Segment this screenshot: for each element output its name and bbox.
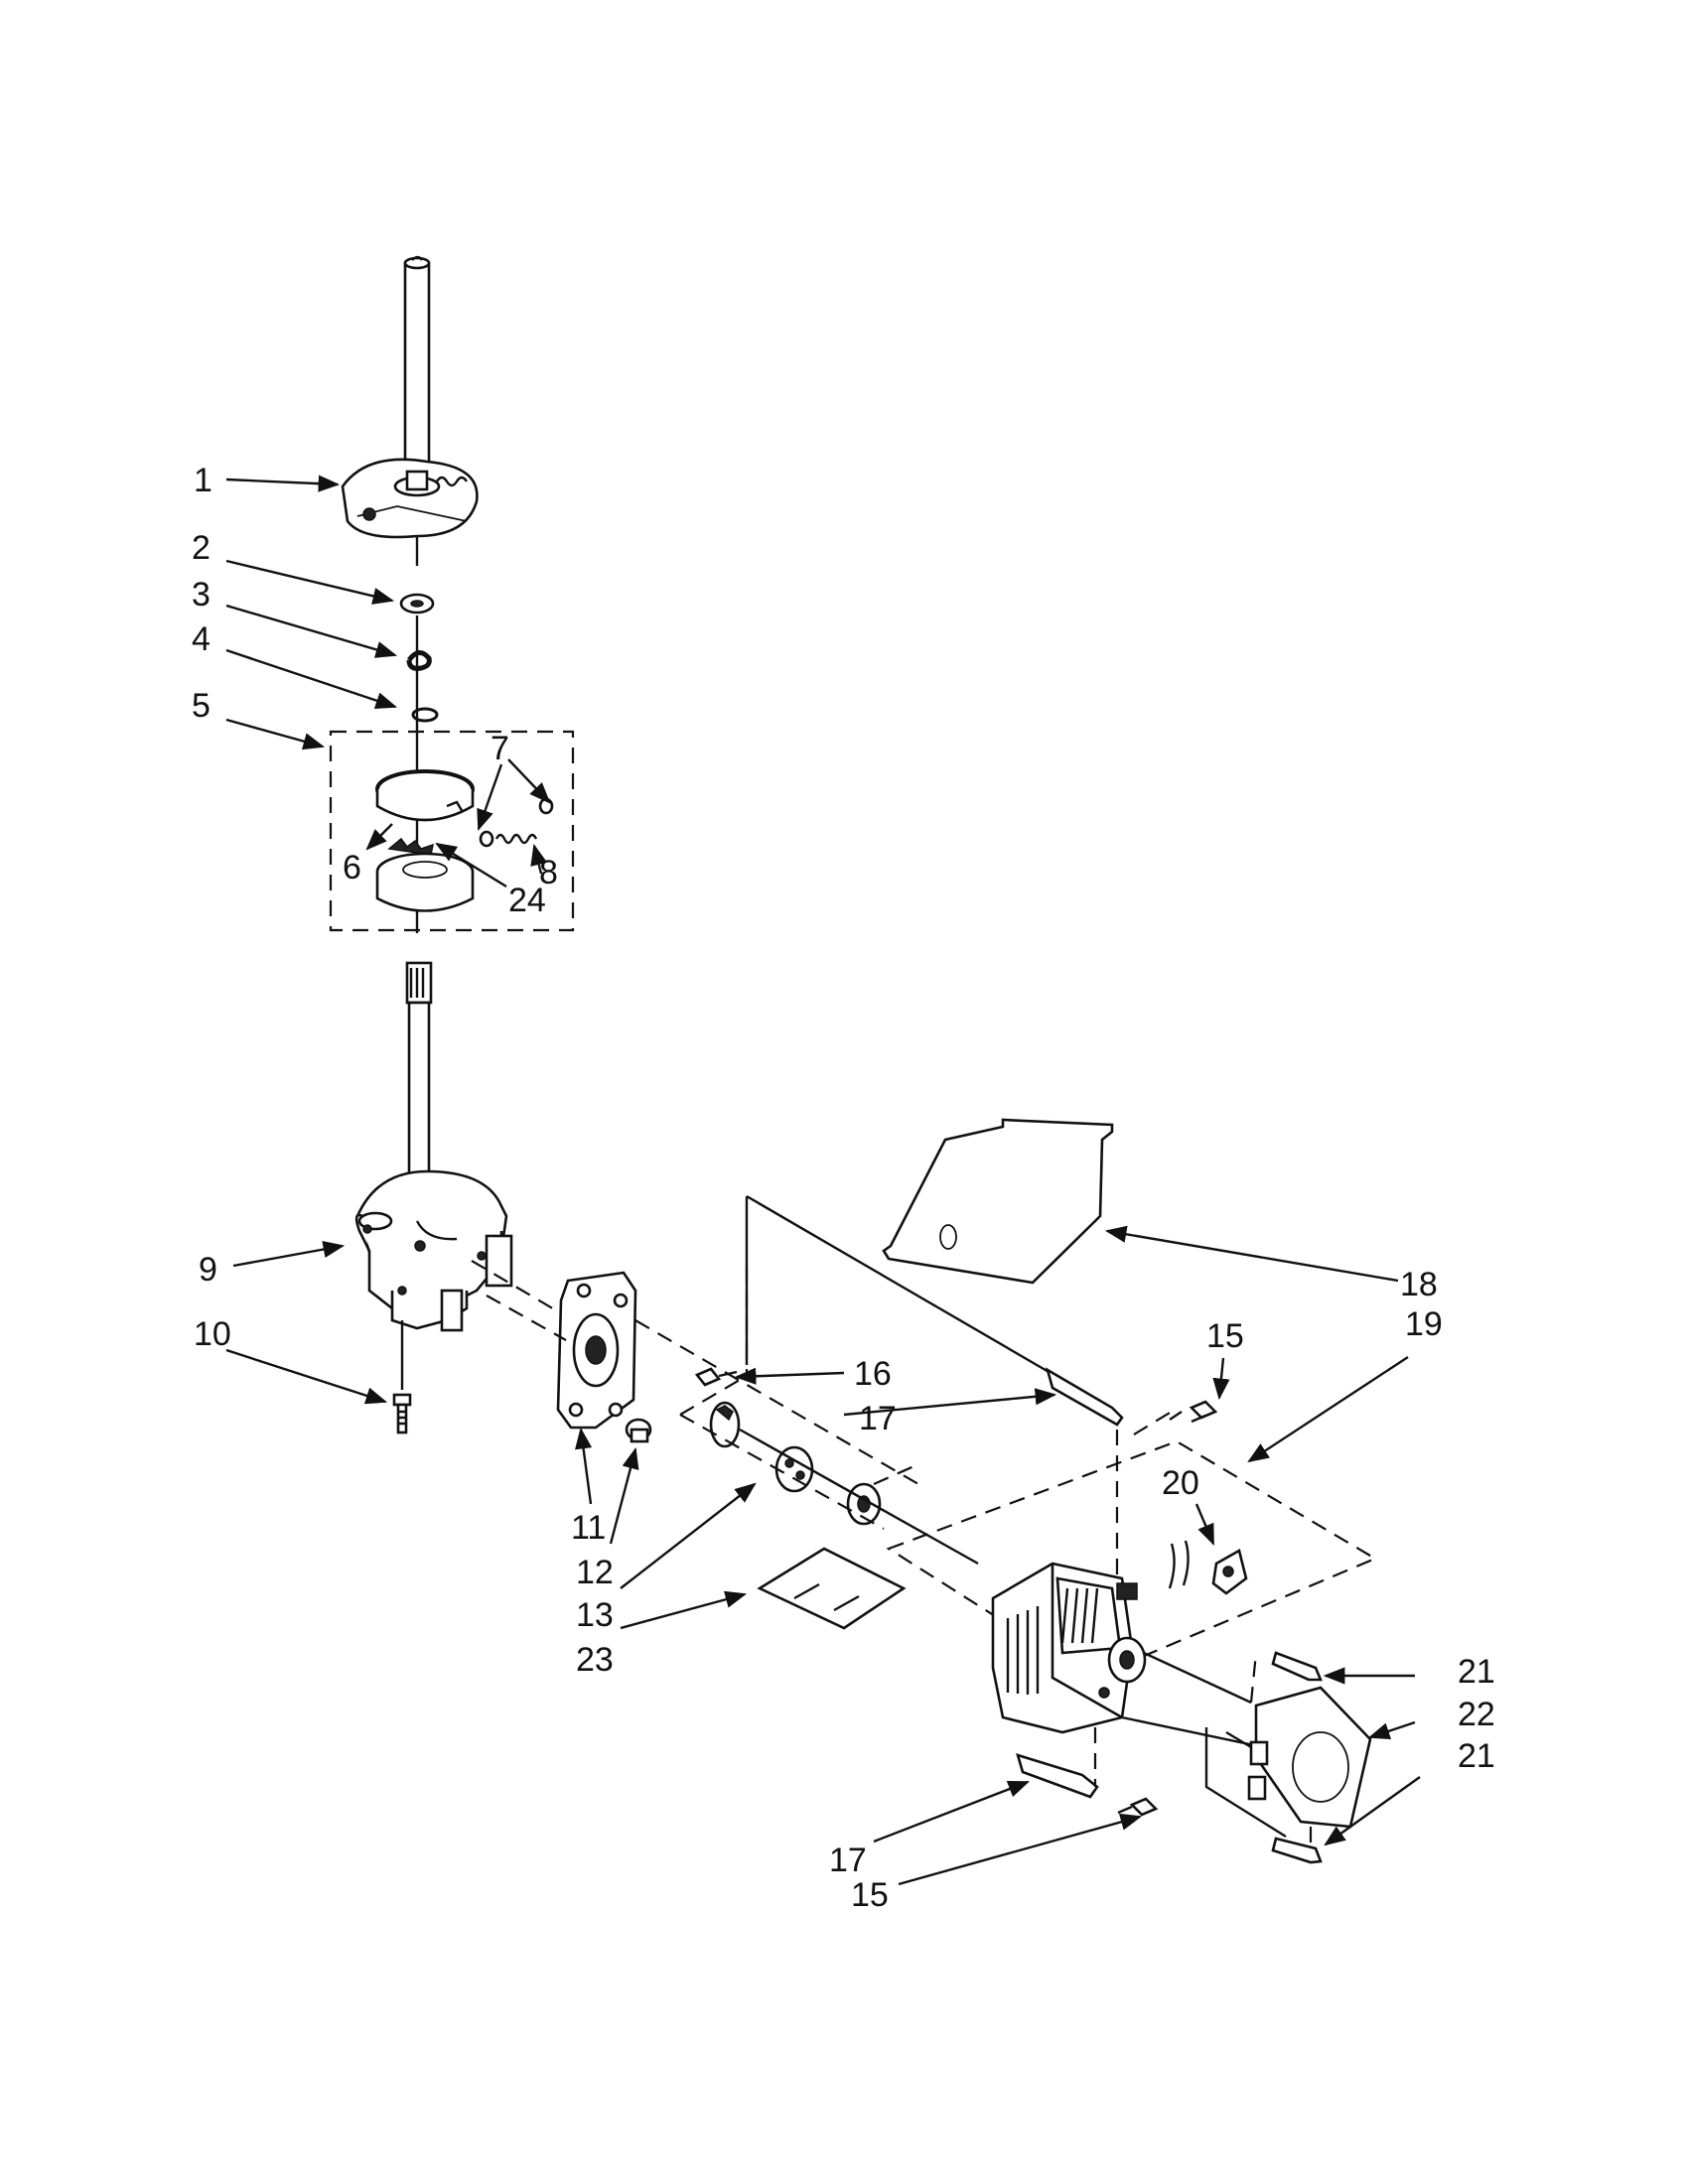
part-16-screw bbox=[694, 1367, 738, 1387]
callout-21-upper: 21 bbox=[1458, 1653, 1495, 1691]
part-19-motor-assembly-box bbox=[886, 1409, 1378, 1680]
part-15-screw-upper bbox=[1169, 1400, 1218, 1424]
part-3-clip bbox=[406, 650, 432, 671]
callout-15-lower: 15 bbox=[851, 1876, 889, 1914]
callout-10: 10 bbox=[194, 1315, 231, 1353]
callout-17-lower: 17 bbox=[829, 1842, 867, 1879]
motor bbox=[991, 1562, 1147, 1734]
callout-18: 18 bbox=[1400, 1266, 1438, 1303]
part-9-gearcase bbox=[354, 1169, 513, 1332]
callout-3: 3 bbox=[192, 576, 210, 614]
part-9-drive-shaft bbox=[405, 961, 433, 1198]
part-12-bumper bbox=[625, 1418, 652, 1443]
callout-11: 11 bbox=[571, 1509, 606, 1547]
part-2-washer bbox=[399, 593, 435, 614]
brake-drum bbox=[375, 852, 475, 912]
part-22-capacitor-shield bbox=[1247, 1686, 1372, 1829]
callout-labels: 1 2 3 4 5 6 7 8 24 9 10 11 12 13 23 16 1… bbox=[192, 462, 1495, 1914]
part-18-shield bbox=[882, 1118, 1114, 1285]
part-21-clip-lower bbox=[1271, 1837, 1323, 1864]
callout-16: 16 bbox=[854, 1355, 892, 1393]
part-17-bracket-upper bbox=[1045, 1367, 1124, 1427]
part-20-switch bbox=[1168, 1540, 1248, 1595]
callout-23: 23 bbox=[576, 1641, 614, 1679]
part-21-clip-upper bbox=[1271, 1651, 1323, 1682]
callout-17-upper: 17 bbox=[859, 1400, 897, 1437]
callout-22: 22 bbox=[1458, 1696, 1495, 1733]
callout-21-lower: 21 bbox=[1458, 1737, 1495, 1775]
callout-9: 9 bbox=[199, 1251, 217, 1289]
callout-20: 20 bbox=[1162, 1464, 1199, 1502]
callout-2: 2 bbox=[192, 529, 210, 567]
part-23-pad bbox=[757, 1547, 907, 1630]
part-13-coupler-a bbox=[709, 1401, 741, 1448]
callout-leaders bbox=[225, 475, 1421, 1886]
part-10-screw bbox=[392, 1393, 412, 1434]
callout-6: 6 bbox=[343, 849, 361, 887]
part-17-bracket-lower bbox=[1016, 1753, 1099, 1799]
callout-7: 7 bbox=[491, 730, 509, 767]
part-7-8-spring bbox=[479, 797, 554, 848]
part-11-mounting-plate bbox=[556, 1271, 637, 1430]
part-6-brake-band bbox=[375, 769, 475, 822]
callout-24: 24 bbox=[508, 882, 546, 919]
callout-1: 1 bbox=[194, 462, 212, 499]
callout-8: 8 bbox=[539, 854, 558, 891]
part-4-ring bbox=[411, 707, 439, 723]
callout-5: 5 bbox=[192, 687, 210, 725]
part-24-brake-clip bbox=[387, 837, 434, 856]
part-1-cam-bracket bbox=[341, 458, 479, 566]
agitator-shaft-top bbox=[403, 255, 431, 474]
callout-19: 19 bbox=[1405, 1305, 1443, 1343]
callout-13: 13 bbox=[576, 1596, 614, 1634]
callout-12: 12 bbox=[576, 1554, 614, 1591]
part-15-screw-lower bbox=[1117, 1797, 1159, 1817]
part-5-brake-assembly-box bbox=[329, 730, 575, 932]
callout-15-upper: 15 bbox=[1206, 1317, 1244, 1355]
callout-4: 4 bbox=[192, 620, 210, 658]
